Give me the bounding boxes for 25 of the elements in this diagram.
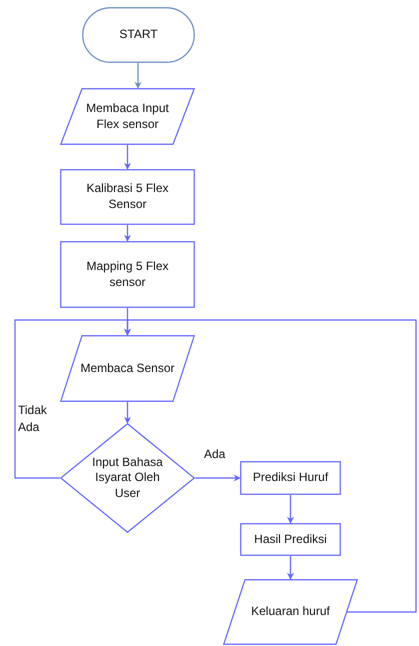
step-label: Mapping 5 Flex sensor xyxy=(85,258,170,290)
step-label: Prediksi Huruf xyxy=(252,470,328,486)
step-label: Hasil Prediksi xyxy=(254,532,327,548)
input-output-parallelogram xyxy=(223,579,358,645)
input-output-parallelogram xyxy=(60,88,195,145)
step-label: Membaca Input Flex sensor xyxy=(85,100,170,132)
process-box xyxy=(60,241,195,308)
arrow xyxy=(124,225,131,242)
process-box xyxy=(240,461,341,495)
arrow xyxy=(134,63,142,89)
arrow xyxy=(287,495,294,524)
arrow xyxy=(124,319,417,613)
arrow xyxy=(287,556,294,580)
process-box xyxy=(240,523,341,556)
step-label: START xyxy=(119,27,158,43)
arrow xyxy=(124,402,131,424)
step-label: Input Bahasa Isyarat Oleh User xyxy=(91,454,164,502)
step-label: Kalibrasi 5 Flex Sensor xyxy=(85,181,170,213)
decision-diamond xyxy=(60,423,195,533)
arrow xyxy=(124,145,131,170)
input-output-parallelogram xyxy=(60,335,195,402)
step-label: Keluaran huruf xyxy=(251,604,330,620)
arrow xyxy=(195,474,241,482)
process-box xyxy=(60,169,195,225)
step-label: Membaca Sensor xyxy=(80,360,175,376)
